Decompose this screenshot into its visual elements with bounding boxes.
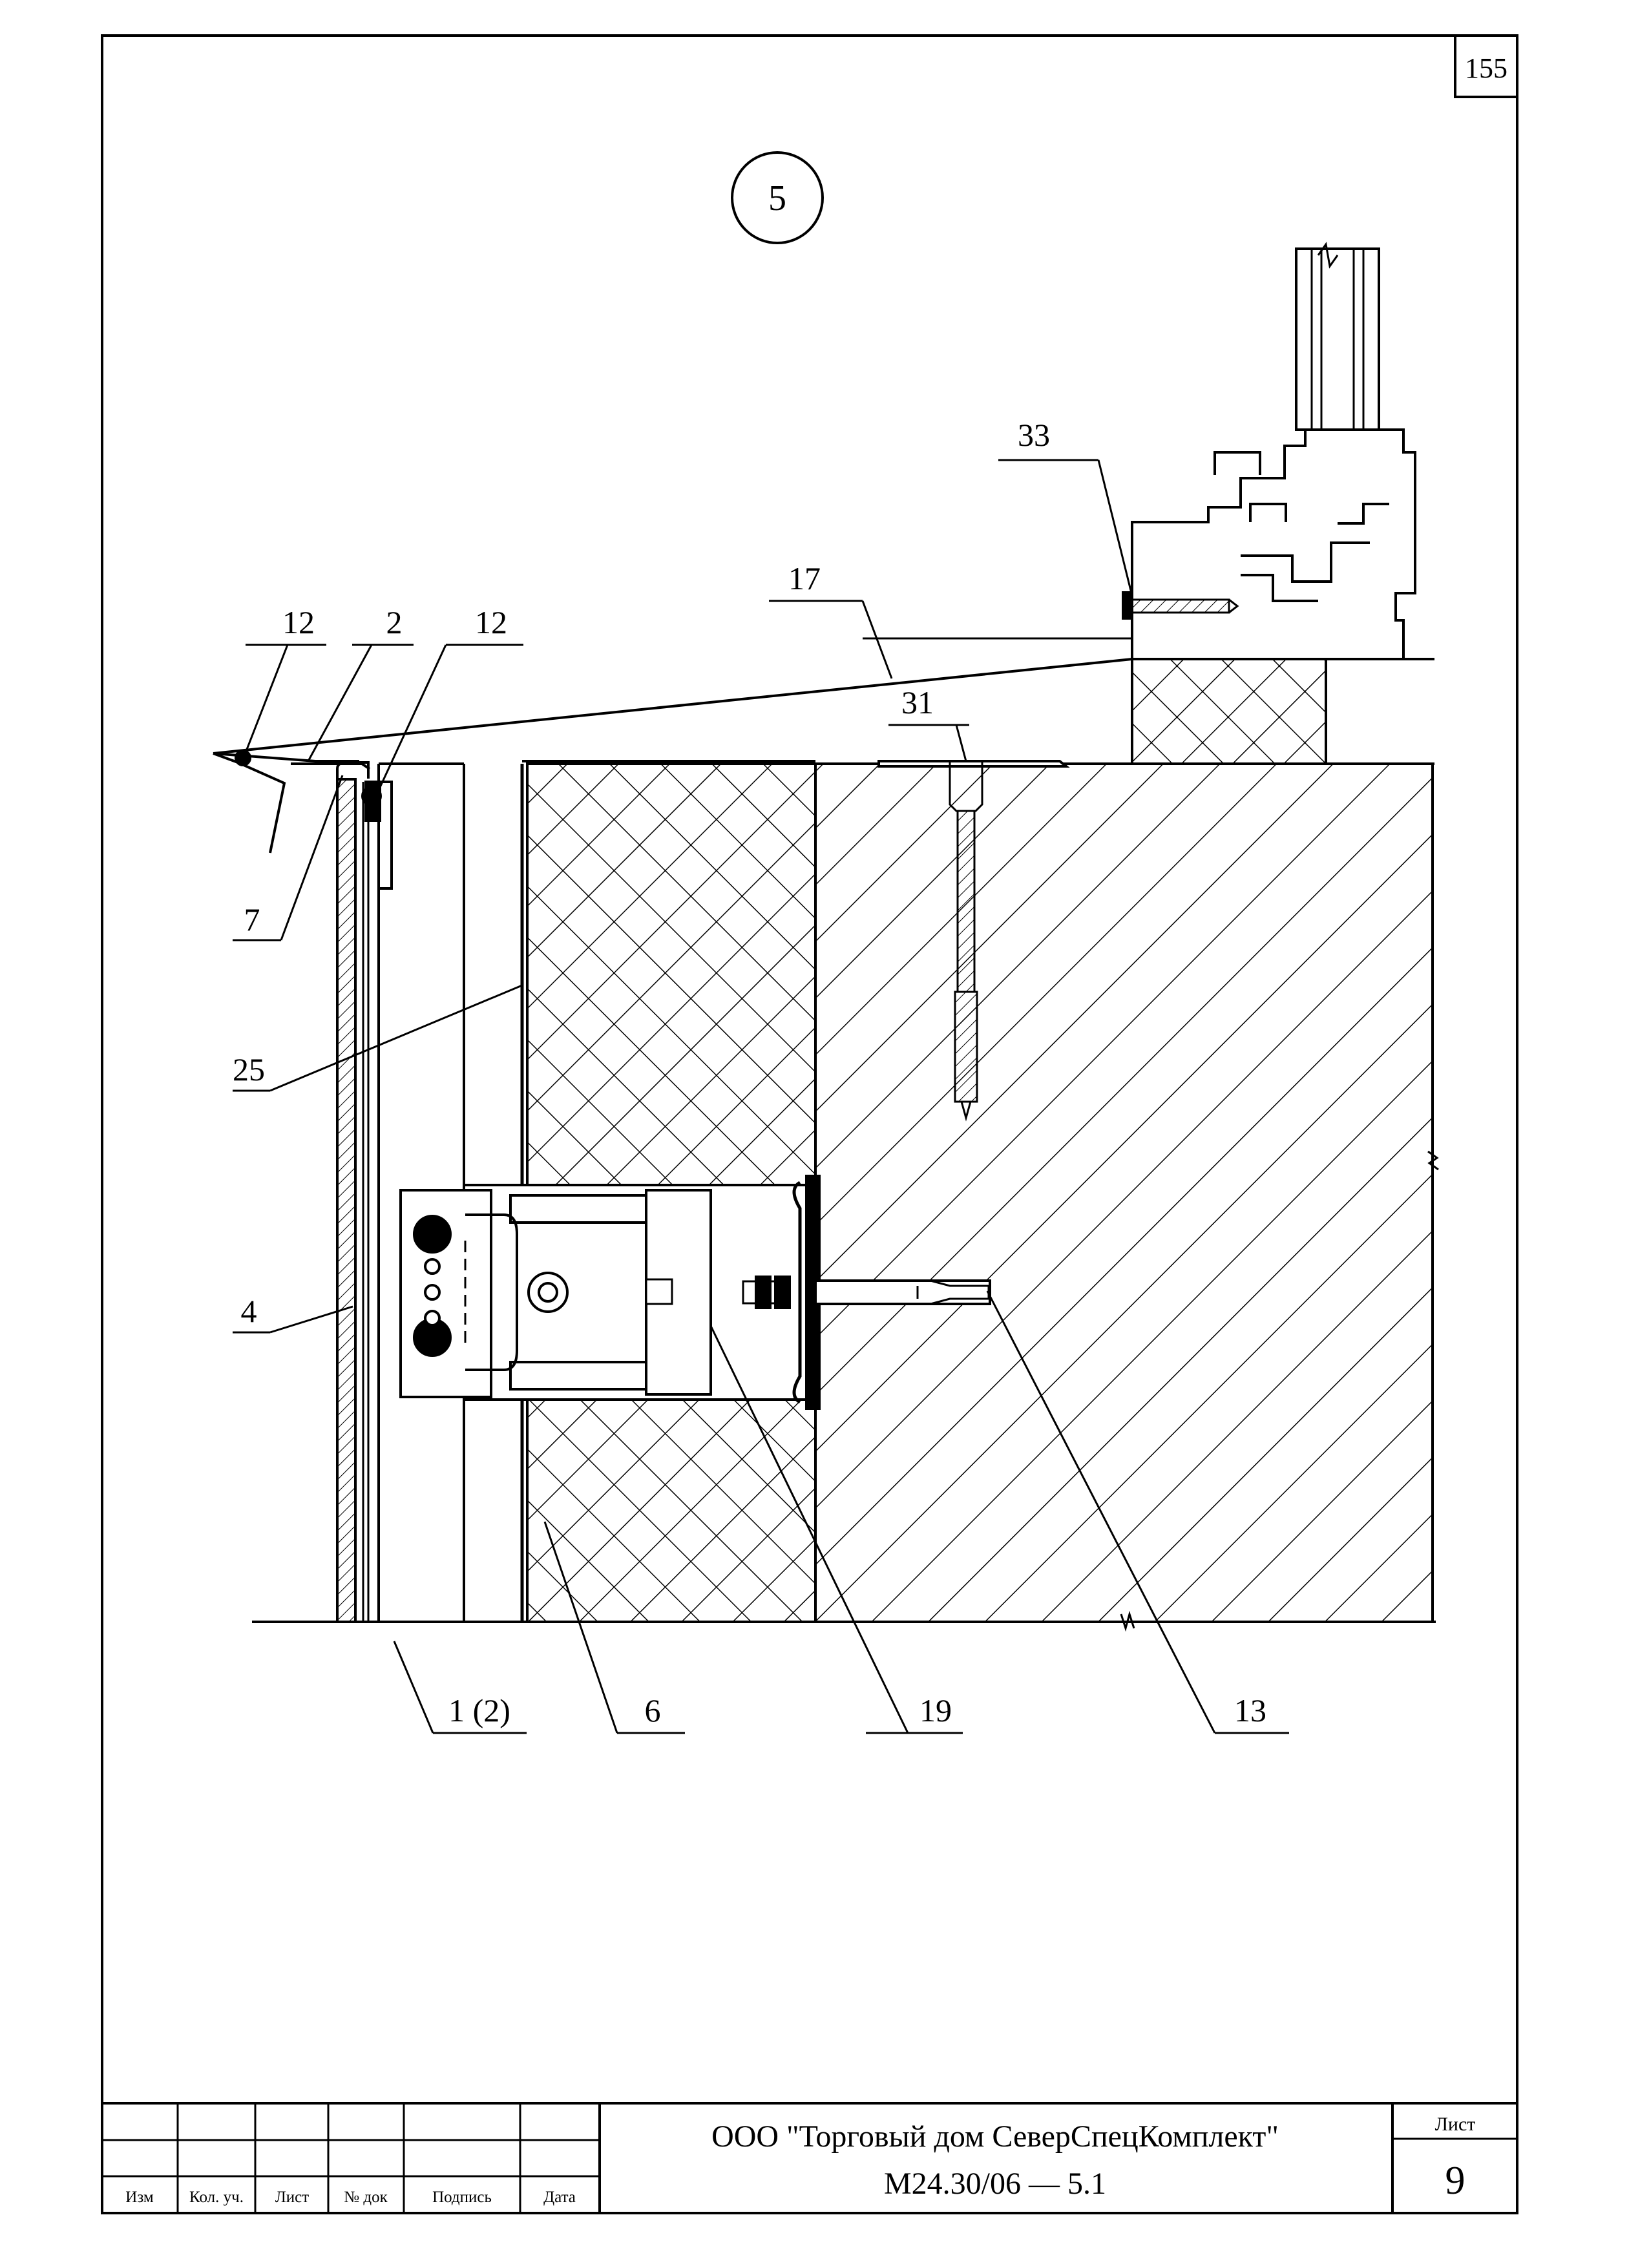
detail-mark-number: 5 [768, 178, 786, 218]
callout-2: 2 [386, 604, 403, 640]
anchor-13 [814, 1279, 991, 1305]
wall-concrete [814, 762, 1434, 1623]
callout-19: 19 [919, 1692, 952, 1728]
glazing-unit [1295, 247, 1380, 431]
sill-insulation [1131, 658, 1327, 765]
insulation-upper [526, 762, 817, 1186]
callout-12-left: 12 [282, 604, 315, 640]
section-drawing [213, 242, 1439, 1632]
callout-12-right: 12 [475, 604, 507, 640]
callouts [233, 459, 1289, 1734]
window-frame [1131, 428, 1416, 660]
hdr-list: Лист [275, 2189, 309, 2206]
callout-33: 33 [1018, 417, 1050, 453]
organization-name: ООО "Торговый дом СеверСпецКомплект" [711, 2119, 1279, 2154]
document-code: М24.30/06 — 5.1 [884, 2167, 1106, 2201]
callout-31: 31 [901, 684, 934, 720]
callout-7: 7 [244, 901, 260, 938]
callout-4: 4 [241, 1293, 257, 1329]
bracket-19 [399, 1175, 821, 1410]
screw-33 [1122, 591, 1239, 620]
hdr-data: Дата [543, 2189, 576, 2206]
hdr-no-dok: № док [344, 2189, 388, 2206]
callout-25: 25 [233, 1051, 265, 1087]
hdr-podpis: Подпись [432, 2189, 492, 2206]
sheet-label: Лист [1435, 2114, 1476, 2135]
hdr-izm: Изм [125, 2189, 154, 2206]
detail-mark: 5 [731, 151, 824, 244]
callout-labels: 33 17 31 12 2 12 7 25 4 1 (2) 6 19 13 [233, 417, 1266, 1728]
insulation-lower [526, 1398, 817, 1623]
sill-flashing [213, 658, 1133, 755]
hdr-kol-uch: Кол. уч. [189, 2189, 244, 2206]
page-number: 155 [1465, 52, 1507, 84]
title-block-headers: Изм Кол. уч. Лист № док Подпись Дата [125, 2189, 576, 2206]
sheet-number: 9 [1445, 2159, 1465, 2203]
sheet-frame [101, 34, 1518, 2214]
anchor-31 [949, 762, 983, 1122]
callout-1-2: 1 (2) [448, 1692, 510, 1728]
facade-panel [336, 778, 357, 1623]
callout-13: 13 [1234, 1692, 1266, 1728]
page-number-box: 155 [1454, 34, 1518, 98]
callout-17: 17 [788, 560, 821, 596]
title-block [102, 2102, 1517, 2213]
callout-6: 6 [645, 1692, 661, 1728]
